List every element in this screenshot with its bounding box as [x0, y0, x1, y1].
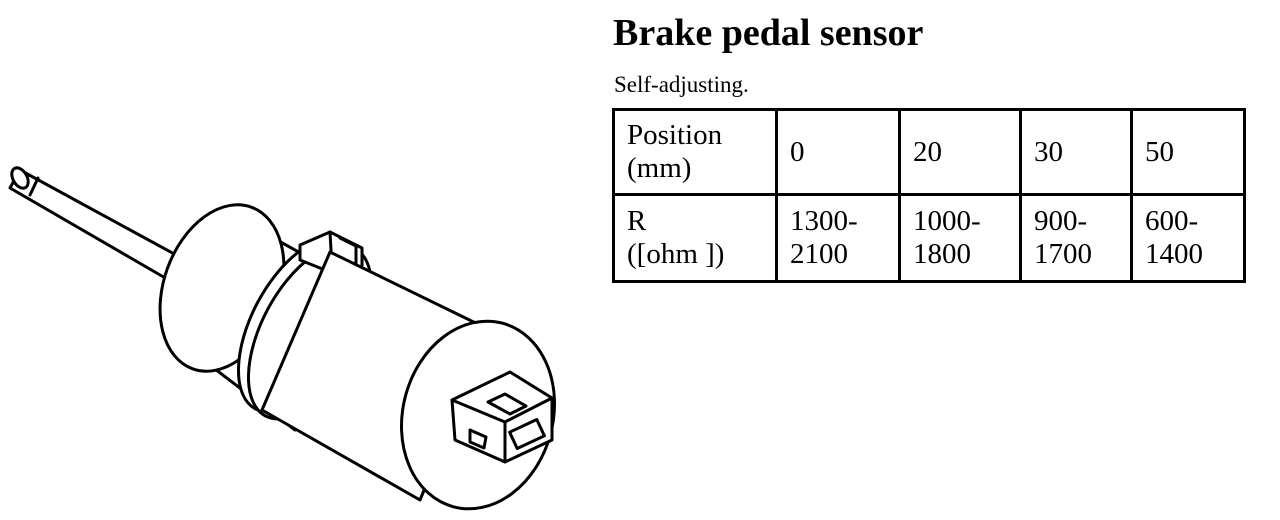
cell-position-value: 0	[775, 108, 901, 196]
cell-position-value: 20	[898, 108, 1022, 196]
brake-pedal-sensor-illustration	[8, 166, 557, 511]
page-title: Brake pedal sensor	[613, 12, 924, 54]
header-cell-resistance: R ([ohm ])	[612, 193, 778, 283]
cell-position-value: 30	[1019, 108, 1133, 196]
plunger-rod	[8, 166, 202, 292]
page-subtitle: Self-adjusting.	[614, 72, 749, 97]
cell-resistance-value: 600- 1400	[1130, 193, 1246, 283]
header-cell-position: Position (mm)	[612, 108, 778, 196]
resistance-position-table: Position (mm) 0 20 30 50 R ([ohm ]) 1300…	[612, 108, 1246, 283]
cell-resistance-value: 1000- 1800	[898, 193, 1022, 283]
cell-position-value: 50	[1130, 108, 1246, 196]
cell-resistance-value: 900- 1700	[1019, 193, 1133, 283]
cell-resistance-value: 1300- 2100	[775, 193, 901, 283]
table-row-resistance: R ([ohm ]) 1300- 2100 1000- 1800 900- 17…	[612, 193, 1246, 283]
sensor-main-barrel	[260, 250, 557, 511]
table-row-position: Position (mm) 0 20 30 50	[612, 108, 1246, 196]
connector-housing	[450, 370, 554, 464]
